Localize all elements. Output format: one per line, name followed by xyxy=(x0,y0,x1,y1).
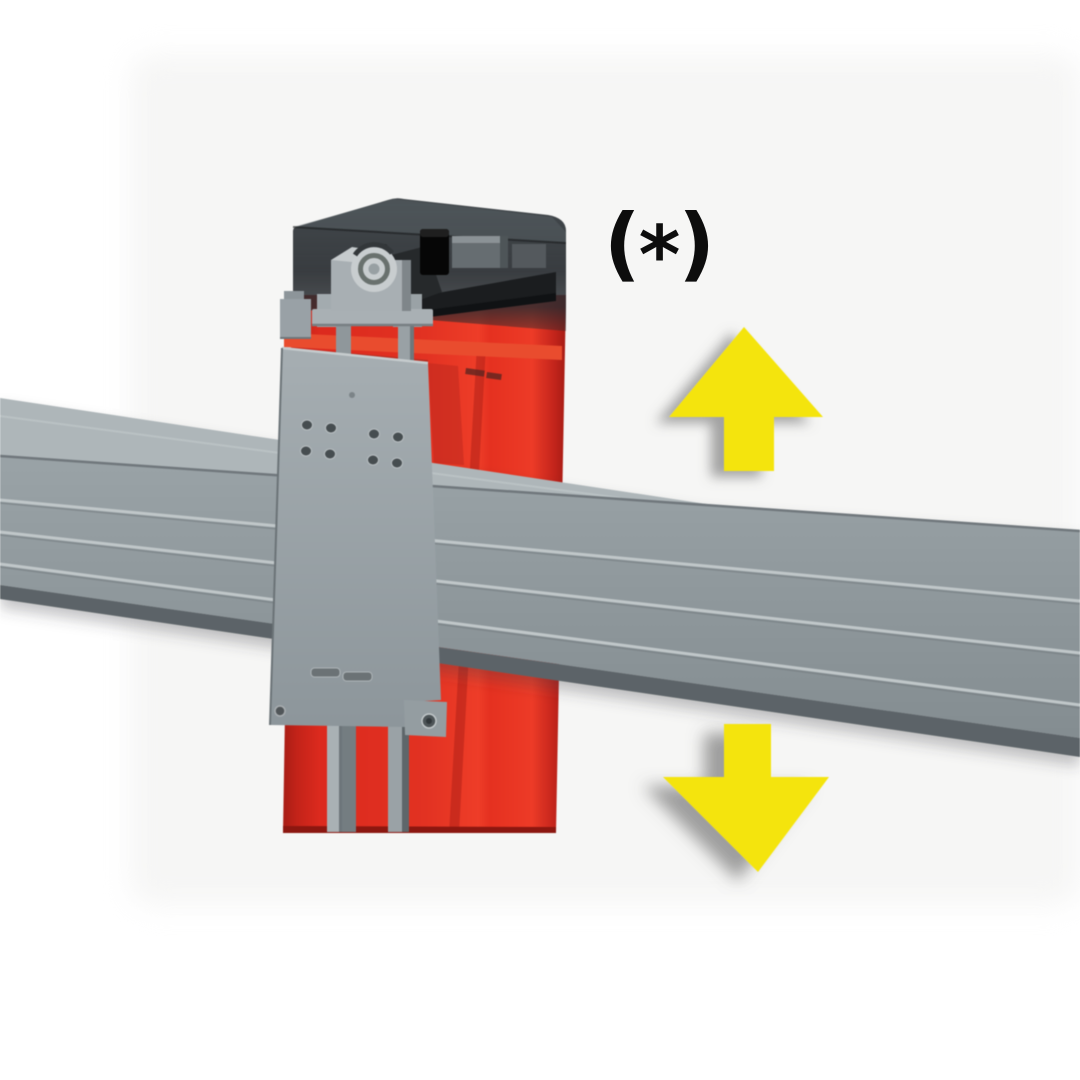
vent-dash xyxy=(465,368,485,377)
guide-rod-edge xyxy=(402,724,409,832)
plate-left-edge xyxy=(269,347,283,726)
bolt-hole xyxy=(367,454,379,466)
internal-platform xyxy=(398,272,556,318)
column-bottom-edge xyxy=(283,826,556,833)
footnote-annotation: (*) xyxy=(604,204,715,296)
left-guide-block-step xyxy=(284,291,304,301)
motor-cylinder-cap xyxy=(420,229,449,237)
plate-face xyxy=(270,348,441,727)
bolt-hole xyxy=(301,419,313,431)
bolt-hole xyxy=(300,445,312,457)
bolt-hole xyxy=(392,431,404,443)
vent-dash xyxy=(486,372,502,381)
annotation-open-paren: ( xyxy=(604,197,641,290)
beam-grooves xyxy=(0,498,1080,709)
bolt-hole xyxy=(324,448,336,460)
cover-top-face xyxy=(293,199,566,243)
pulley-belt-arc xyxy=(352,242,394,257)
pulley-roller-ring xyxy=(358,253,390,285)
bolt-holes xyxy=(300,419,404,469)
annotation-star: * xyxy=(638,209,681,302)
plate-slot xyxy=(310,667,341,678)
plate-slot xyxy=(342,671,373,682)
bolt-hole xyxy=(391,457,403,469)
down-arrow-icon xyxy=(663,724,829,872)
plate-top-highlight xyxy=(281,346,429,365)
motor-cylinder xyxy=(420,229,449,275)
suspension-rod-edge xyxy=(410,322,414,366)
corner-screw xyxy=(274,705,286,717)
clamp-bolt-center xyxy=(426,718,432,724)
up-arrow-icon xyxy=(669,327,823,471)
carriage-plate xyxy=(269,346,447,737)
terminal-box-top xyxy=(452,236,508,243)
suspension-rod xyxy=(336,322,351,358)
terminal-box-side xyxy=(500,236,508,268)
guide-rod xyxy=(327,724,342,832)
column-top-stripe xyxy=(284,333,562,360)
left-guide-block xyxy=(280,299,311,339)
guide-rod xyxy=(388,724,402,832)
plate-rivet xyxy=(349,392,355,398)
beam-crease xyxy=(0,454,1080,533)
guide-rod-edge xyxy=(339,724,342,832)
bolt-hole xyxy=(368,428,380,440)
pulley-roller-hub xyxy=(368,263,380,275)
bolt-hole xyxy=(325,422,337,434)
guide-rods xyxy=(327,724,409,832)
annotation-close-paren: ) xyxy=(678,197,715,290)
bracket-foot xyxy=(312,309,433,326)
internal-platform-lip xyxy=(398,293,556,321)
beam-bottom-face xyxy=(0,585,1080,757)
guide-rod xyxy=(342,724,356,832)
terminal-box-2 xyxy=(512,244,546,268)
bracket-body-side xyxy=(402,260,411,311)
pulley-bracket xyxy=(280,242,433,366)
plate-shadow-on-red xyxy=(428,363,464,465)
